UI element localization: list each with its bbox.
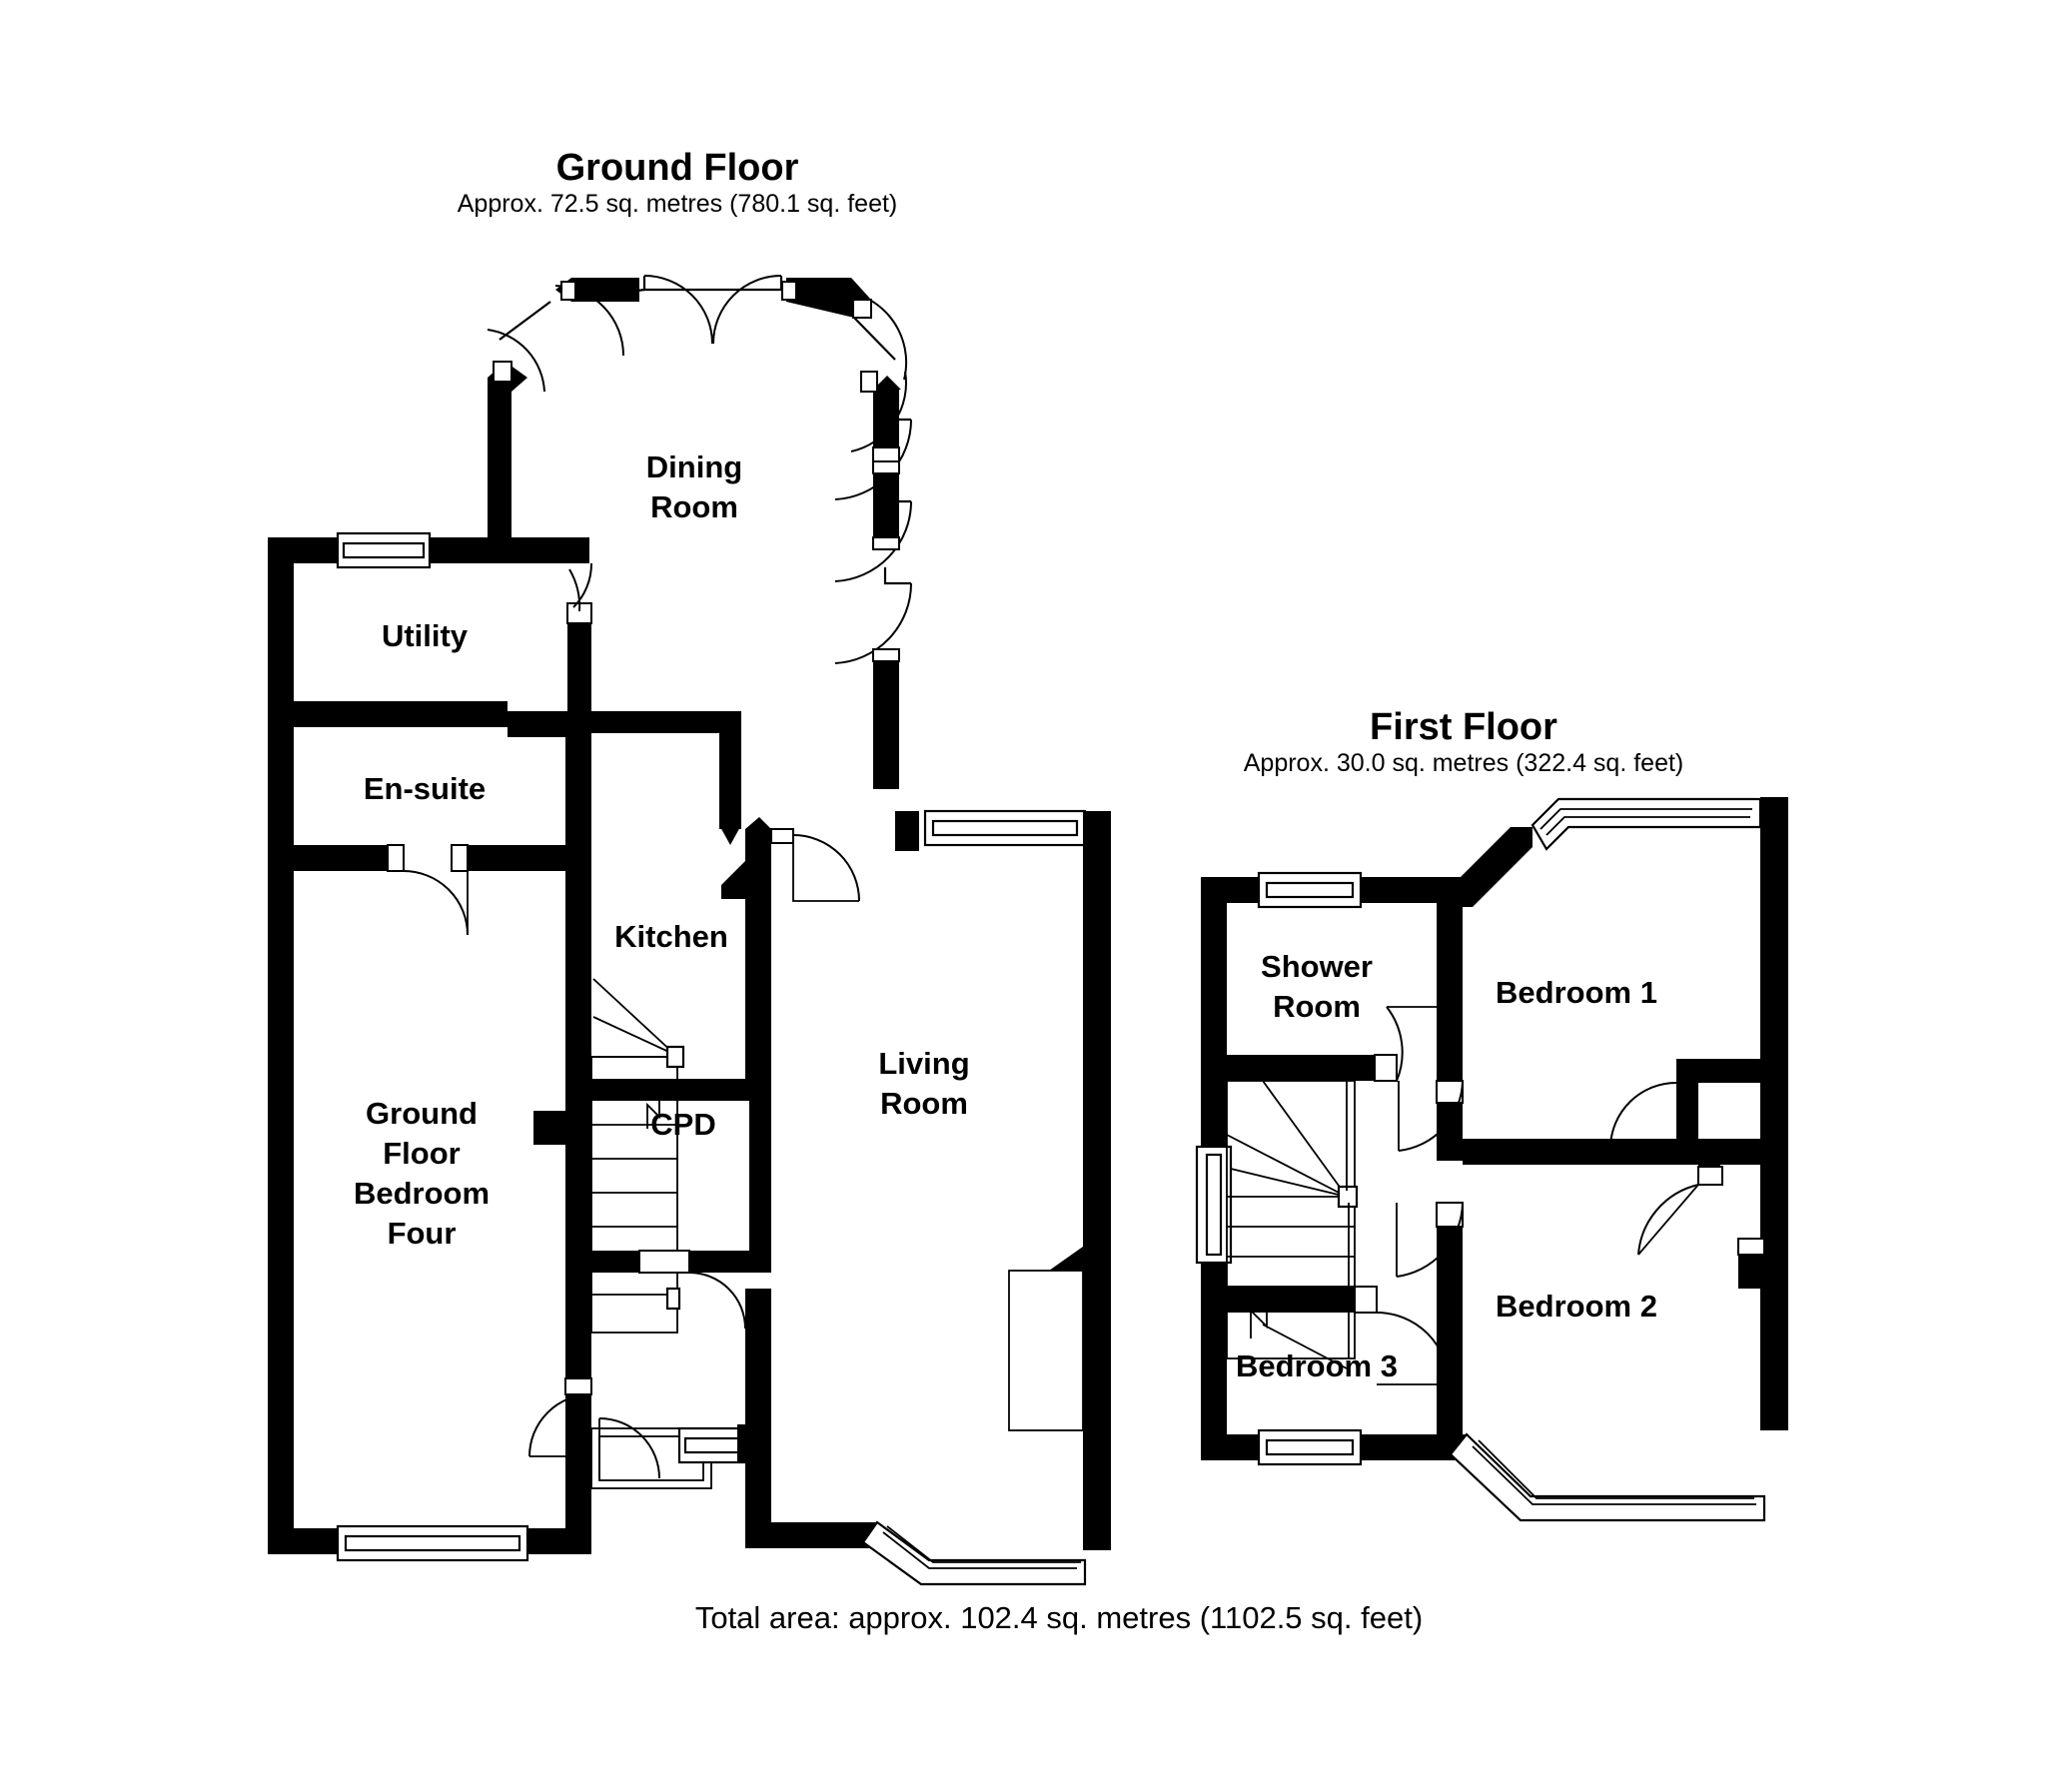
ground-floor-room-labels: Dining Room Utility En-suite Kitchen CPD… (354, 449, 970, 1251)
window (336, 1524, 529, 1562)
window (1257, 871, 1363, 909)
ground-floor-staircase (590, 978, 685, 1334)
door-opening (638, 1250, 690, 1274)
door-opening (872, 648, 900, 662)
door-swing (1396, 1202, 1464, 1278)
door-opening (1436, 1202, 1464, 1228)
room-label-utility: Utility (382, 618, 469, 653)
door-opening (770, 828, 794, 844)
bay-window (1531, 797, 1762, 851)
door-opening (1737, 1238, 1765, 1256)
first-floor-outer-walls (1195, 797, 1788, 1522)
door-opening (860, 371, 878, 393)
ground-floor-title: Ground Floor (556, 147, 799, 189)
door-swing (860, 295, 908, 381)
window (1257, 1428, 1363, 1466)
room-label-en-suite: En-suite (364, 771, 486, 806)
door-swing (568, 568, 581, 612)
room-label-bedroom-3: Bedroom 3 (1236, 1348, 1398, 1383)
window (1195, 1145, 1233, 1265)
conservatory-wall-stubs (488, 278, 901, 789)
room-label-cpd: CPD (650, 1107, 715, 1142)
ground-floor-subtitle: Approx. 72.5 sq. metres (780.1 sq. feet) (458, 190, 898, 218)
room-label-dining-room-line2: Room (650, 489, 738, 524)
door-swing (1609, 1082, 1677, 1148)
room-label-living-room-line2: Room (880, 1086, 968, 1121)
door-swing (688, 1272, 746, 1330)
door-swing (712, 275, 782, 345)
kitchen-walls (721, 817, 860, 1085)
door-swing (792, 834, 860, 902)
room-label-bedroom-2: Bedroom 2 (1496, 1289, 1657, 1324)
room-label-kitchen: Kitchen (614, 919, 728, 954)
room-label-bedroom-four-line2: Floor (383, 1136, 461, 1171)
door-opening (387, 844, 405, 872)
door-swing (403, 870, 469, 936)
door-swing (598, 1417, 660, 1479)
door-swing (834, 500, 913, 582)
door-opening (560, 281, 576, 301)
door-opening (1697, 1166, 1723, 1186)
window (336, 531, 432, 569)
door-swing (528, 1393, 592, 1457)
door-opening (451, 844, 469, 872)
ground-floor-plan: Dining Room Utility En-suite Kitchen CPD… (268, 275, 1111, 1586)
room-label-shower-room-line1: Shower (1261, 949, 1373, 984)
first-floor-subtitle: Approx. 30.0 sq. metres (322.4 sq. feet) (1244, 749, 1684, 777)
door-opening (872, 536, 900, 550)
room-label-bedroom-four-line3: Bedroom (354, 1176, 490, 1211)
room-label-shower-room-line2: Room (1273, 989, 1361, 1024)
room-label-living-room-line1: Living (878, 1046, 969, 1081)
room-label-bedroom-1: Bedroom 1 (1496, 975, 1657, 1010)
total-area-text: Total area: approx. 102.4 sq. metres (11… (695, 1600, 1423, 1635)
door-swing (572, 562, 593, 608)
door-opening (564, 1377, 592, 1395)
first-floor-plan: Shower Room Bedroom 1 Bedroom 2 Bedroom … (1195, 797, 1788, 1522)
bay-window (1441, 1432, 1766, 1522)
door-opening (852, 299, 872, 319)
door-opening (566, 602, 592, 624)
door-opening (1354, 1286, 1378, 1314)
door-swing (487, 329, 545, 393)
door-opening (1374, 1054, 1398, 1082)
first-floor-internal-walls (1227, 903, 1765, 1434)
room-label-bedroom-four-line1: Ground (366, 1096, 478, 1131)
door-swing (834, 582, 913, 664)
door-opening (1436, 1080, 1464, 1104)
room-label-dining-room-line1: Dining (646, 449, 742, 484)
door-opening (872, 447, 900, 462)
door-opening (781, 281, 797, 301)
ground-floor-hall (528, 1393, 771, 1489)
door-swing (1637, 1184, 1699, 1256)
door-opening (493, 361, 512, 383)
door-swing (1386, 1006, 1404, 1082)
door-swing (1398, 1080, 1464, 1152)
ground-left-block-walls (268, 531, 741, 1562)
first-floor-staircase (1226, 1080, 1359, 1369)
door-swing (1376, 1312, 1450, 1385)
room-label-bedroom-four-line4: Four (388, 1216, 457, 1251)
cpd-cupboard (591, 1079, 771, 1330)
first-floor-title: First Floor (1370, 706, 1557, 748)
bay-window (811, 1520, 1087, 1586)
window (923, 809, 1087, 847)
door-swing (643, 275, 713, 345)
first-floor-room-labels: Shower Room Bedroom 1 Bedroom 2 Bedroom … (1236, 949, 1657, 1383)
door-opening (872, 460, 900, 474)
living-room-walls (745, 809, 1111, 1586)
